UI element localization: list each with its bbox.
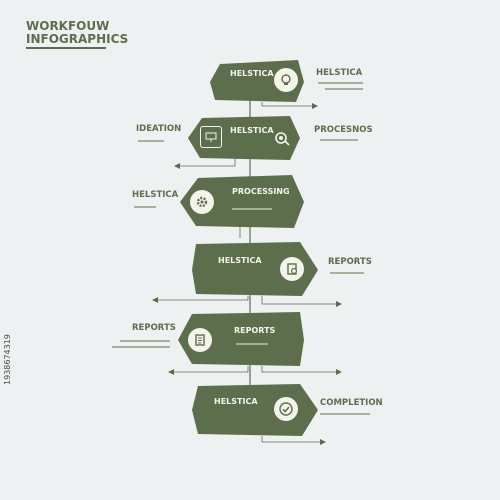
step-3-scribble [232, 208, 272, 210]
side-label-2-left: IDEATION [136, 124, 182, 134]
arrowhead-6 [168, 369, 174, 375]
document-icon [188, 328, 212, 352]
arrowhead-4 [152, 297, 158, 303]
title-line-2: INFOGRAPHICS [26, 32, 129, 46]
step-6-shape [192, 384, 318, 436]
step-1-label: HELSTICA [230, 69, 274, 78]
side-scribble [320, 139, 358, 141]
side-label-1-right: HELSTICA [316, 68, 363, 78]
side-label-6-right: COMPLETION [320, 398, 383, 408]
arrowhead-2 [174, 163, 180, 169]
side-scribble [318, 82, 363, 84]
side-scribble [112, 346, 170, 348]
side-scribble [138, 140, 164, 142]
arrowhead-1 [312, 103, 318, 109]
side-scribble [120, 340, 170, 342]
arrow-7 [261, 366, 338, 373]
step-4-label: HELSTICA [218, 256, 262, 265]
arrow-4 [155, 296, 249, 301]
presentation-icon [200, 126, 222, 148]
step-5-scribble [236, 343, 268, 345]
arrow-5 [261, 296, 338, 305]
watermark-id: 1938674319 [3, 334, 12, 385]
side-scribble [325, 88, 363, 90]
target-icon [270, 126, 294, 150]
side-scribble [320, 413, 370, 415]
arrow-8 [261, 436, 322, 443]
side-scribble [330, 272, 364, 274]
step-4-shape [192, 242, 318, 296]
arrowhead-5 [336, 301, 342, 307]
arrow-2 [178, 158, 236, 167]
arrow-6 [172, 366, 249, 373]
title-line-1: WORKFOUW [26, 19, 110, 33]
check-icon [274, 397, 298, 421]
arrowhead-7 [336, 369, 342, 375]
clipboard-icon [280, 257, 304, 281]
step-2-label: HELSTICA [230, 126, 274, 135]
arrowhead-8 [320, 439, 326, 445]
lightbulb-icon [274, 68, 298, 92]
side-label-3-left: HELSTICA [132, 190, 179, 200]
step-5-shape [178, 312, 304, 366]
side-label-5-left: REPORTS [132, 323, 176, 333]
arrow-1 [261, 102, 315, 107]
side-label-2-right: PROCESNOS [314, 125, 373, 135]
step-3-shape [180, 175, 304, 228]
step-6-label: HELSTICA [214, 397, 258, 406]
step-3-label: PROCESSING [232, 187, 290, 196]
step-5-label: REPORTS [234, 326, 276, 335]
side-label-4-right: REPORTS [328, 257, 372, 267]
gear-icon [190, 190, 214, 214]
title-underline [26, 47, 106, 49]
side-scribble [134, 206, 156, 208]
step-2-shape [188, 116, 300, 160]
infographic-title: WORKFOUW INFOGRAPHICS [26, 20, 128, 46]
